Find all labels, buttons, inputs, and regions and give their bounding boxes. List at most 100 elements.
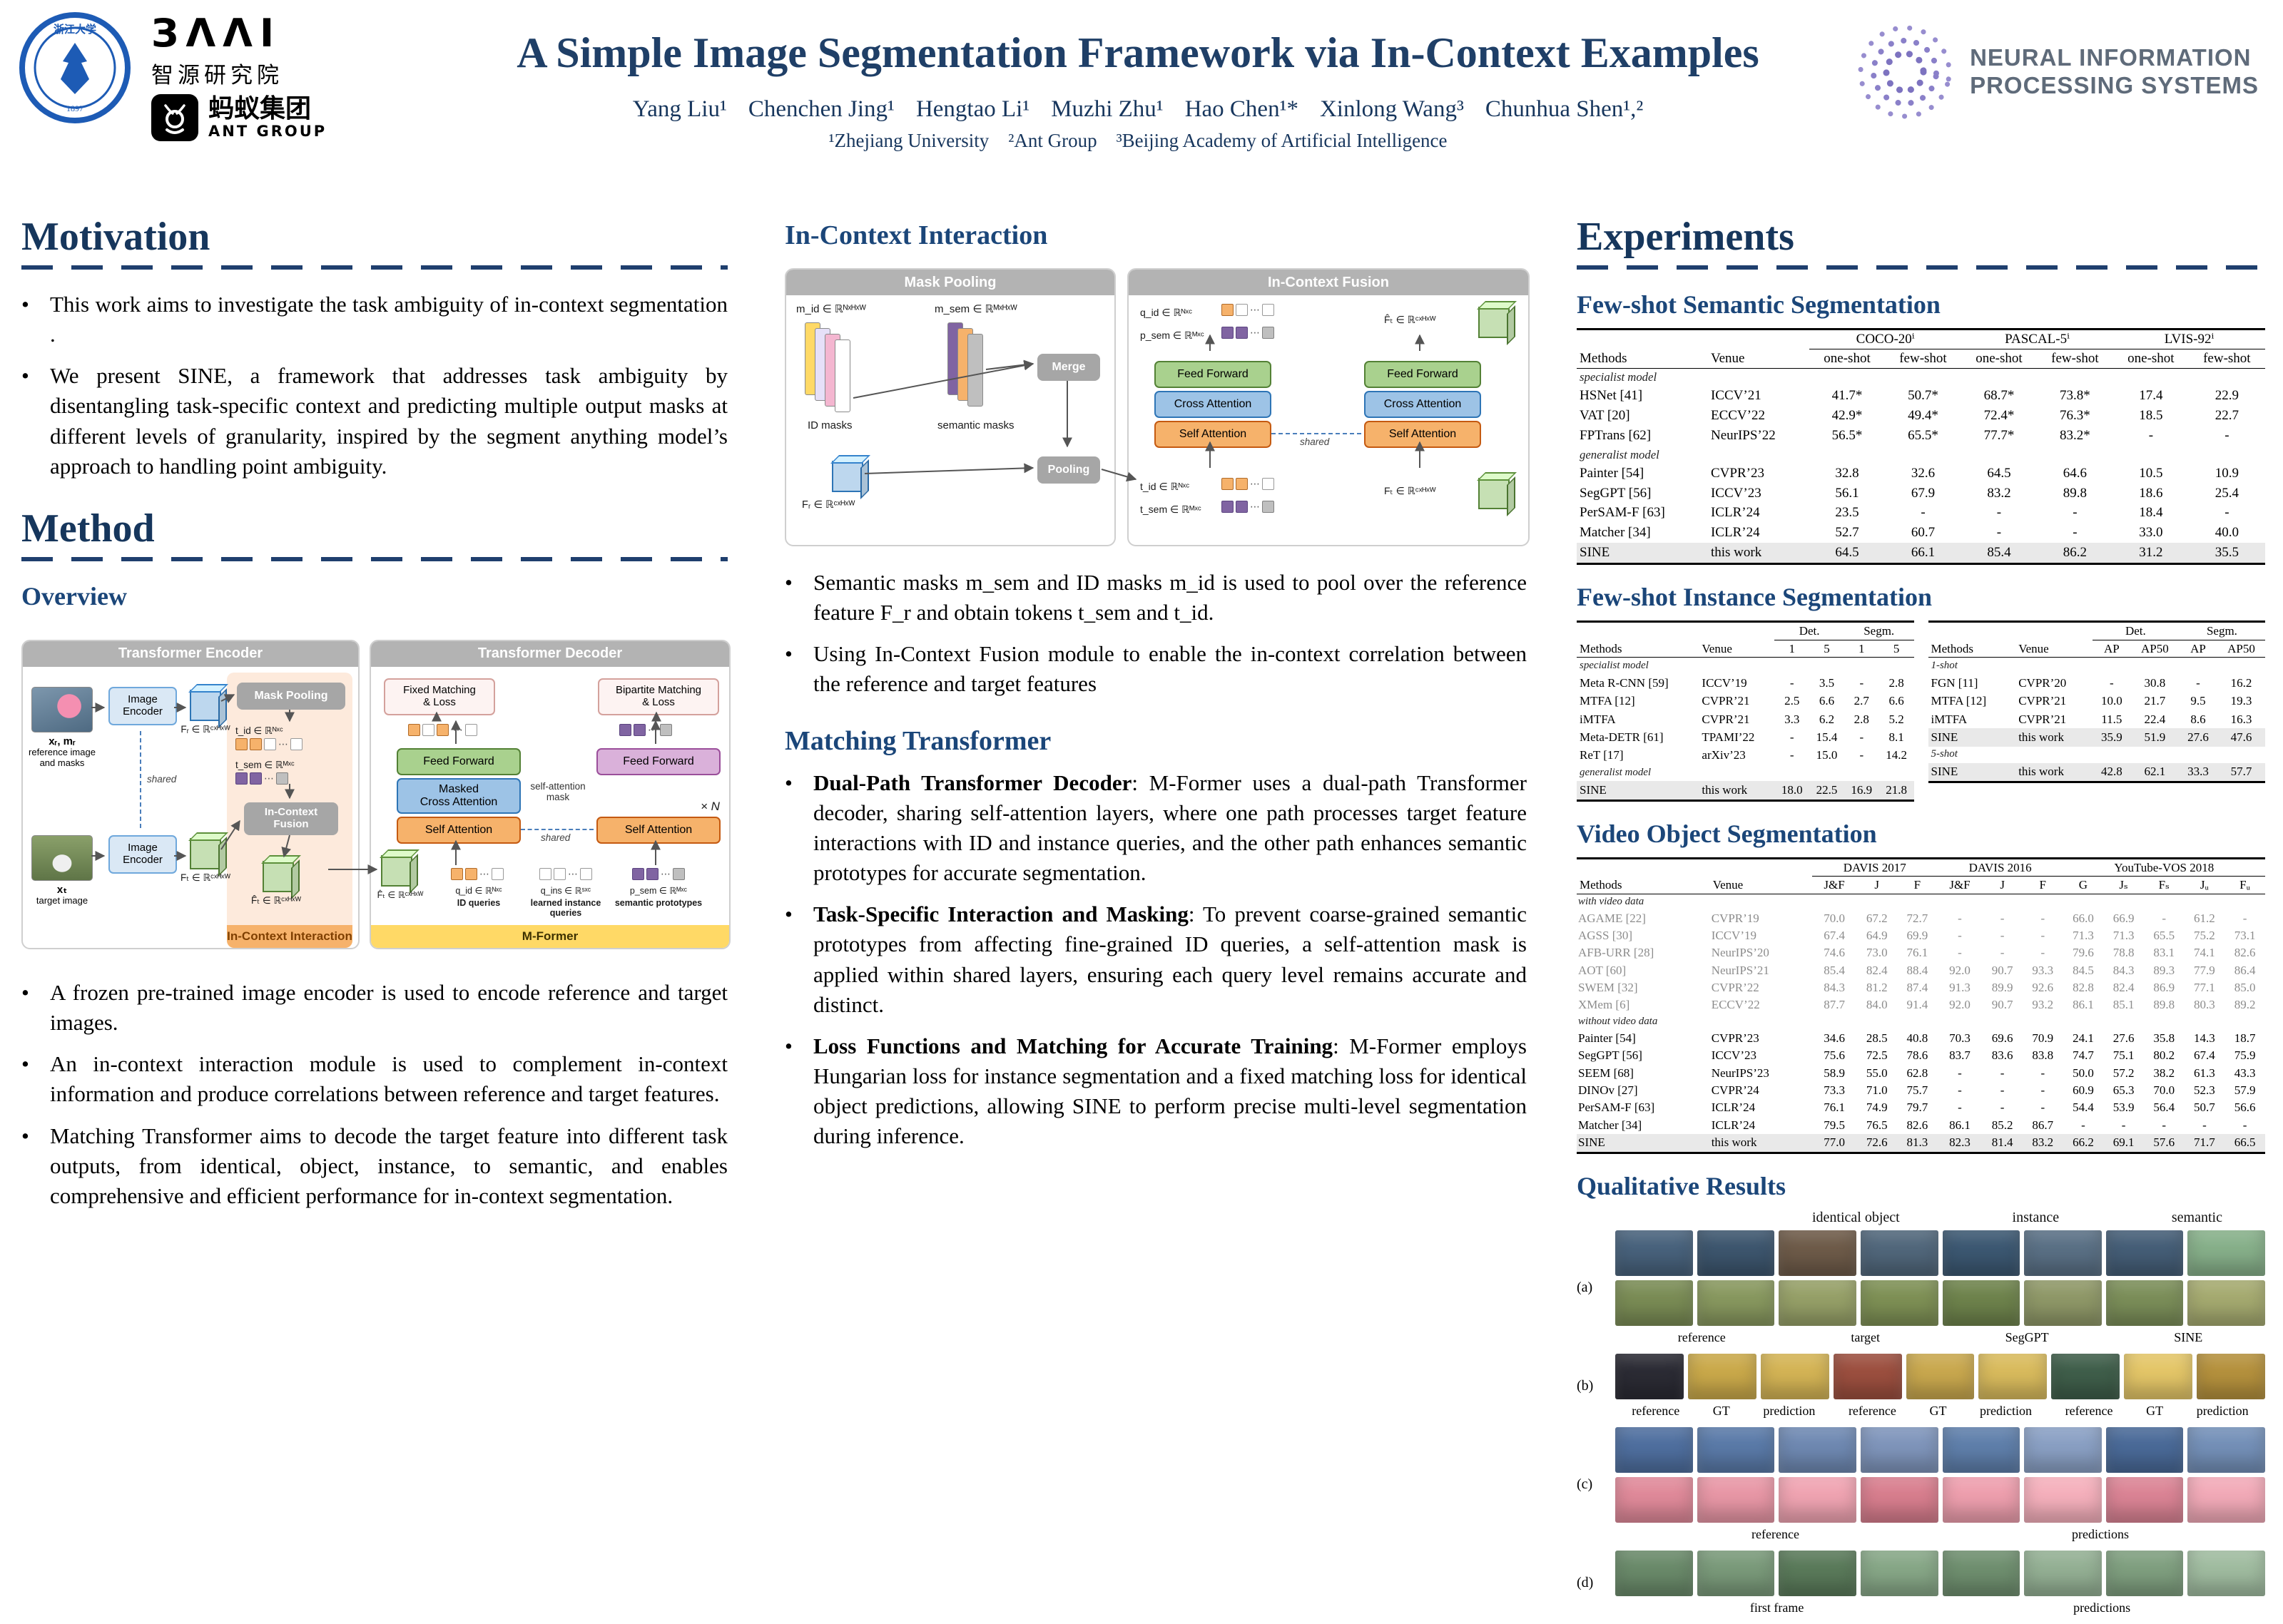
- ellipsis: [264, 772, 274, 785]
- column-header: Jₛ: [2119, 878, 2128, 892]
- table-row: 1-shot: [1928, 657, 2265, 675]
- value-cell: 21.8: [1886, 782, 1907, 797]
- token-square: [492, 867, 504, 880]
- result-thumbnail: [1942, 1476, 2020, 1523]
- result-thumbnail: [2187, 1476, 2265, 1523]
- value-cell: 30.8: [2144, 675, 2166, 690]
- ft-hat-label: F̂ₜ ∈ ℝᶜˣᴴˣᵂ: [250, 894, 301, 906]
- ant-chinese-name: 蚂蚁集团: [208, 94, 312, 124]
- value-cell: 79.5: [1824, 1118, 1845, 1132]
- bullet-marker: [21, 290, 50, 349]
- value-cell: 55.0: [1866, 1066, 1888, 1080]
- value-cell: -: [1996, 525, 2002, 541]
- value-cell: 38.2: [2153, 1066, 2175, 1080]
- value-cell: 89.9: [1991, 981, 2013, 995]
- value-cell: ECCV’22: [1710, 408, 1765, 424]
- strip-caption: prediction: [1763, 1403, 1816, 1418]
- column-header: Fₛ: [2158, 878, 2170, 892]
- psem-label: p_sem ∈ ℝᴹˣᶜ: [629, 885, 688, 896]
- value-cell: 82.8: [2073, 981, 2094, 995]
- value-cell: 83.6: [1991, 1048, 2013, 1063]
- value-cell: 71.3: [2073, 928, 2094, 942]
- value-cell: 50.7: [2194, 1100, 2215, 1115]
- value-cell: 85.4: [1824, 963, 1845, 977]
- result-thumbnail: [2024, 1230, 2102, 1276]
- value-cell: 10.0: [2100, 694, 2122, 708]
- value-cell: 57.6: [2153, 1135, 2175, 1150]
- token-square: [250, 772, 262, 785]
- feed-forward-box: Feed Forward: [1154, 361, 1271, 388]
- value-cell: ECCV’22: [1711, 998, 1760, 1012]
- bullet-text: Matching Transformer aims to decode the …: [50, 1123, 728, 1208]
- value-cell: 75.9: [2234, 1048, 2256, 1063]
- result-thumbnail: [1760, 1353, 1829, 1399]
- column-header: DAVIS 2016: [1937, 858, 2063, 877]
- method-name-cell: SINE: [1580, 782, 1607, 797]
- in-context-interaction-bar: In-Context Interaction: [227, 924, 352, 948]
- neurips-wordmark: NEURAL INFORMATION PROCESSING SYSTEMS: [1970, 44, 2259, 100]
- value-cell: ICCV’19: [1711, 928, 1756, 942]
- value-cell: ICLR’24: [1710, 505, 1760, 521]
- ellipsis: [453, 724, 463, 736]
- result-thumbnail: [1615, 1476, 1693, 1523]
- qid-strip: [1221, 304, 1274, 316]
- svg-text:1897: 1897: [66, 103, 83, 113]
- value-cell: NeurIPS’20: [1711, 946, 1769, 960]
- value-cell: 82.6: [2234, 946, 2256, 960]
- token-square: [1262, 304, 1274, 316]
- method-name-cell: SEEM [68]: [1578, 1066, 1634, 1080]
- bullet-item: Task-Specific Interaction and Masking: T…: [785, 899, 1527, 1020]
- result-thumbnail: [2105, 1426, 2184, 1473]
- section-label: generalist model: [1580, 766, 1652, 778]
- value-cell: 52.7: [1835, 525, 1859, 541]
- value-cell: 42.9*: [1831, 408, 1863, 424]
- baai-wordmark: ЗΛΛΙ: [151, 11, 282, 56]
- column-header: 1: [1859, 641, 1865, 655]
- value-cell: 82.6: [1906, 1118, 1928, 1132]
- value-cell: 14.2: [1886, 748, 1907, 762]
- result-thumbnail: [1697, 1426, 1775, 1473]
- value-cell: -: [2040, 1066, 2045, 1080]
- strip-caption: reference: [1751, 1526, 1799, 1541]
- value-cell: 83.1: [2153, 946, 2175, 960]
- value-cell: -: [2000, 1100, 2005, 1115]
- method-name-cell: Meta R-CNN [59]: [1580, 675, 1669, 690]
- column-header: PASCAL-5ⁱ: [1961, 329, 2114, 349]
- value-cell: 2.8: [1888, 675, 1904, 690]
- token-square: [465, 867, 477, 880]
- value-cell: 16.2: [2230, 675, 2252, 690]
- value-cell: 27.6: [2187, 730, 2209, 744]
- result-thumbnail: [1833, 1353, 1902, 1399]
- value-cell: 73.1: [2234, 928, 2256, 942]
- qualitative-column-label: identical object: [1812, 1209, 1900, 1225]
- value-cell: 18.7: [2234, 1031, 2256, 1045]
- strip-caption: SegGPT: [2005, 1329, 2049, 1344]
- decoder-semantic-token-strip: [619, 723, 672, 736]
- column-header: YouTube-VOS 2018: [2063, 858, 2265, 877]
- value-cell: 41.7*: [1831, 388, 1863, 404]
- ft-hat-label: F̂ₜ ∈ ℝᶜˣᴴˣᵂ: [1384, 314, 1436, 325]
- column-header: LVIS-92ⁱ: [2113, 329, 2265, 349]
- strip-caption: GT: [2146, 1403, 2164, 1418]
- value-cell: 72.6: [1866, 1135, 1888, 1150]
- value-cell: 33.0: [2139, 525, 2163, 541]
- dashed-rule: [21, 556, 728, 561]
- shared-attention-connector: [1271, 433, 1361, 434]
- token-square: [580, 867, 592, 880]
- value-cell: 84.3: [1824, 981, 1845, 995]
- table-row: Meta-DETR [61]TPAMI’22-15.4-8.1: [1577, 728, 1914, 746]
- column-header: Jᵤ: [2200, 878, 2209, 892]
- value-cell: 9.5: [2190, 694, 2206, 708]
- column-header: DAVIS 2017: [1811, 858, 1938, 877]
- token-square: [619, 723, 631, 736]
- value-cell: 75.2: [2194, 928, 2215, 942]
- value-cell: 86.2: [2063, 544, 2088, 560]
- table-row: Meta R-CNN [59]ICCV’19-3.5-2.8: [1577, 674, 1914, 692]
- result-thumbnail: [2105, 1280, 2184, 1326]
- value-cell: 10.9: [2215, 465, 2239, 481]
